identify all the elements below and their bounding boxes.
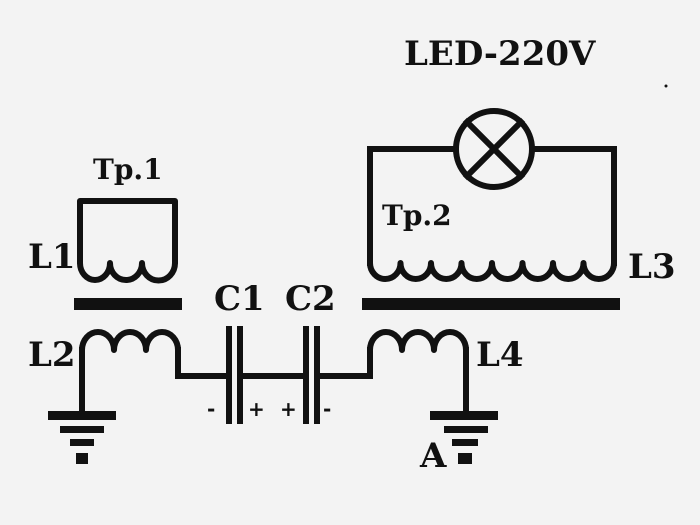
- coil-l3-label: L3: [628, 247, 676, 287]
- coil-l2-label: L2: [28, 335, 76, 375]
- wire-l2-c1: [175, 347, 231, 379]
- lamp-leads: [367, 146, 617, 266]
- capacitor-c2-plus: +: [280, 397, 297, 421]
- speck-mark: [664, 84, 668, 88]
- capacitor-c2-minus: -: [323, 397, 331, 421]
- coil-l4-label: L4: [476, 335, 524, 375]
- transformer-tp1-label: Tp.1: [93, 153, 163, 186]
- ground-a-label: A: [419, 436, 447, 476]
- wire-c2-l4: [314, 347, 373, 379]
- transformer-tp2-core: [362, 298, 620, 310]
- capacitor-c2: [303, 326, 320, 424]
- transformer-tp2-label: Tp.2: [382, 199, 452, 232]
- ground-left: [48, 347, 116, 464]
- coil-l2: [79, 329, 181, 353]
- ground-right: [430, 347, 498, 464]
- coil-l1-label: L1: [28, 237, 76, 277]
- capacitor-c1-plus: +: [248, 397, 265, 421]
- transformer-tp1-core: [74, 298, 182, 310]
- lamp-symbol: [453, 108, 535, 190]
- capacitor-c1-label: C1: [214, 279, 265, 319]
- lamp-label: LED-220V: [404, 34, 596, 74]
- capacitor-c1-minus: -: [207, 397, 215, 421]
- coil-l4: [367, 329, 469, 353]
- capacitor-c1: [226, 326, 243, 424]
- coil-l1: [77, 198, 178, 284]
- capacitor-c2-label: C2: [285, 279, 336, 319]
- coil-l3: [367, 260, 617, 282]
